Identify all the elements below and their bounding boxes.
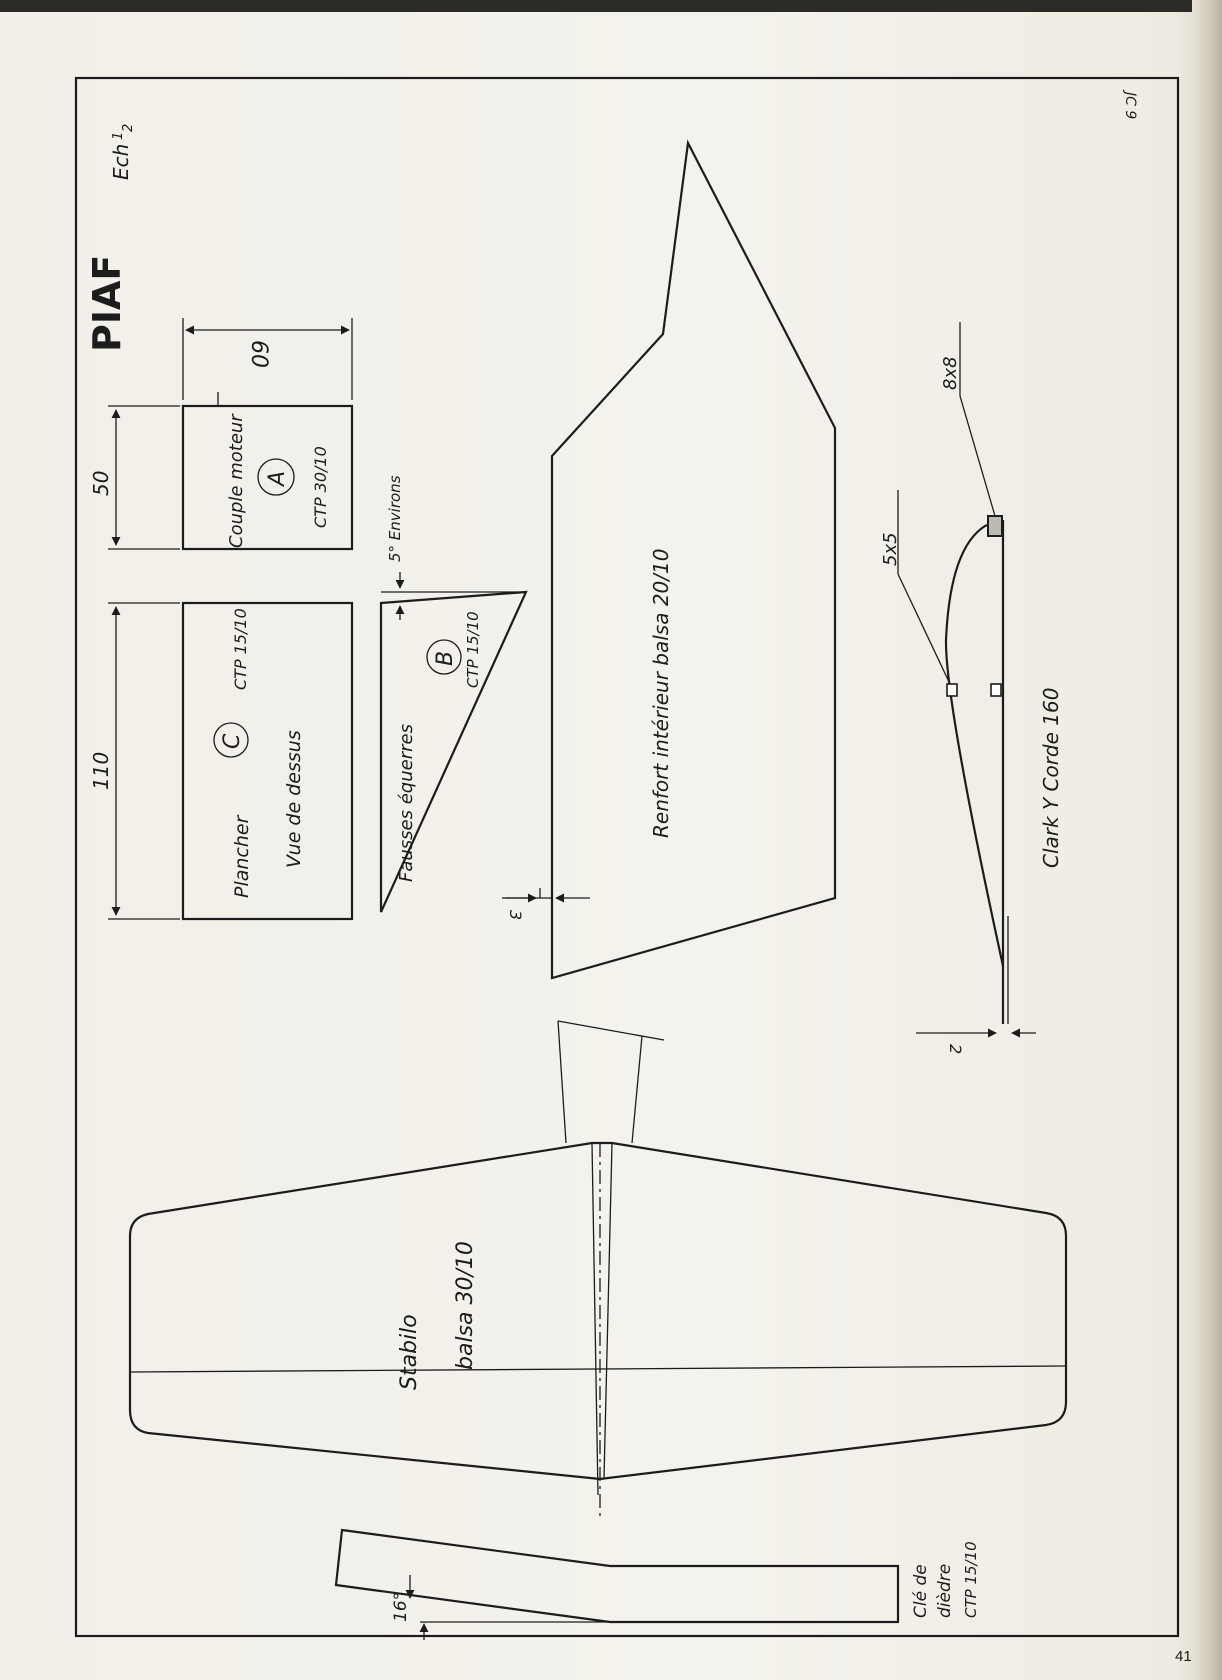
- svg-text:Vue de dessus: Vue de dessus: [283, 730, 305, 868]
- svg-text:dièdre: dièdre: [935, 1564, 955, 1618]
- svg-text:Stabilo: Stabilo: [397, 1314, 422, 1390]
- plan-border: [74, 76, 1180, 1638]
- svg-text:60: 60: [246, 340, 271, 368]
- svg-text:3: 3: [506, 910, 525, 920]
- clark-y-profile: 8x8 5x5 Clark Y Corde 160 2: [880, 322, 1063, 1054]
- svg-text:A: A: [265, 471, 290, 488]
- svg-text:CTP 30/10: CTP 30/10: [311, 446, 330, 528]
- svg-text:1: 1: [111, 132, 126, 140]
- svg-text:B: B: [433, 651, 458, 666]
- svg-text:5° Environs: 5° Environs: [386, 475, 404, 562]
- svg-text:16°: 16°: [391, 1592, 411, 1622]
- svg-text:Clark Y Corde 160: Clark Y Corde 160: [1039, 688, 1063, 868]
- svg-text:CTP 15/10: CTP 15/10: [231, 608, 250, 690]
- svg-text:CTP 15/10: CTP 15/10: [464, 611, 482, 688]
- svg-text:5x5: 5x5: [880, 532, 901, 566]
- scan-top-edge: [0, 0, 1222, 12]
- svg-text:50: 50: [89, 471, 113, 496]
- svg-text:CTP 15/10: CTP 15/10: [962, 1541, 980, 1618]
- svg-text:Clé de: Clé de: [911, 1564, 931, 1618]
- svg-text:C: C: [220, 733, 245, 749]
- stabilo: Stabilo balsa 30/10: [128, 1141, 1068, 1520]
- svg-text:Renfort intérieur balsa 20/10: Renfort intérieur balsa 20/10: [649, 549, 673, 838]
- svg-text:Couple moteur: Couple moteur: [226, 413, 247, 548]
- renfort-interieur: Renfort intérieur balsa 20/10 3: [502, 139, 837, 980]
- svg-text:Plancher: Plancher: [231, 814, 253, 898]
- book-spine: [1192, 0, 1222, 1680]
- part-b-fausses-equerres: Fausses équerres B CTP 15/10 5° Environs: [379, 475, 528, 913]
- page-number: 41: [1175, 1648, 1192, 1665]
- fuselage-stub: [557, 1020, 665, 1144]
- svg-text:2: 2: [121, 124, 136, 132]
- svg-text:8x8: 8x8: [940, 356, 961, 390]
- scale-label: Ech 1 2: [109, 124, 136, 180]
- plan-title: PIAF: [85, 255, 129, 352]
- signature: JC 9: [1122, 89, 1138, 119]
- cle-de-diedre: 16° Clé de dièdre CTP 15/10: [334, 1528, 980, 1640]
- part-c-plancher: Plancher C CTP 15/10 Vue de dessus 110: [89, 601, 354, 921]
- svg-text:2: 2: [946, 1044, 965, 1054]
- svg-text:balsa 30/10: balsa 30/10: [453, 1241, 478, 1370]
- svg-text:Ech: Ech: [109, 144, 133, 180]
- svg-text:110: 110: [89, 752, 113, 790]
- svg-text:Fausses équerres: Fausses équerres: [396, 724, 417, 882]
- part-a-couple-moteur: Couple moteur A CTP 30/10 50 60: [89, 318, 354, 551]
